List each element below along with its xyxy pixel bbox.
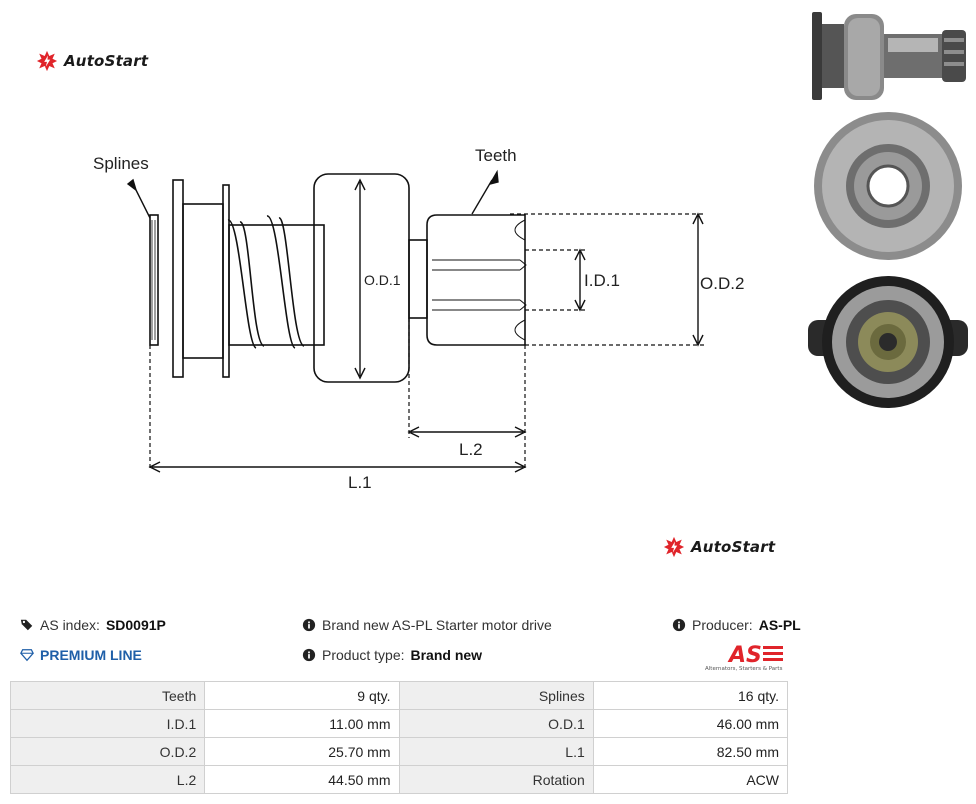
- brand-mark-icon: [36, 50, 58, 72]
- spec-key: L.2: [9, 765, 206, 794]
- product-photo-back[interactable]: [808, 270, 968, 420]
- product-photo-side[interactable]: [808, 8, 968, 104]
- spec-key: Rotation: [398, 765, 594, 794]
- spec-key: Splines: [398, 681, 594, 710]
- producer-label: Producer:: [692, 617, 753, 633]
- premium-line-badge: PREMIUM LINE: [20, 647, 142, 663]
- brand-name: AutoStart: [691, 538, 776, 556]
- diamond-icon: [20, 649, 34, 662]
- spec-value: 9 qty.: [204, 681, 400, 710]
- producer-logo-tagline: Alternators, Starters & Parts: [705, 666, 783, 672]
- producer-line: Producer: AS-PL: [672, 617, 801, 633]
- spec-value: 46.00 mm: [592, 709, 789, 738]
- as-index-label: AS index:: [40, 617, 100, 633]
- l2-label: L.2: [459, 440, 483, 459]
- tags-icon: [20, 619, 33, 631]
- as-index-line: AS index: SD0091P: [20, 617, 166, 633]
- spec-key: O.D.1: [398, 709, 594, 738]
- product-photo-front[interactable]: [808, 110, 968, 262]
- spec-key: O.D.2: [9, 737, 206, 766]
- brand-mark-icon: [663, 536, 685, 558]
- info-circle-icon: [672, 618, 686, 632]
- producer-logo-text: AS: [727, 643, 762, 668]
- teeth-label: Teeth: [475, 146, 517, 165]
- brand-logo-bottom[interactable]: AutoStart: [663, 536, 775, 558]
- description-text: Brand new AS-PL Starter motor drive: [322, 617, 552, 633]
- spec-value: 44.50 mm: [204, 765, 400, 794]
- od2-label: O.D.2: [700, 274, 745, 293]
- premium-label: PREMIUM LINE: [40, 647, 142, 663]
- brand-logo-top[interactable]: AutoStart: [36, 50, 148, 72]
- spec-value: 16 qty.: [592, 681, 789, 710]
- splines-label: Splines: [93, 154, 149, 173]
- spec-value: 82.50 mm: [592, 737, 789, 766]
- producer-logo[interactable]: AS Alternators, Starters & Parts: [705, 640, 805, 672]
- product-type-label: Product type:: [322, 647, 405, 663]
- as-index-value: SD0091P: [105, 617, 166, 633]
- description-line: Brand new AS-PL Starter motor drive: [302, 617, 552, 633]
- product-type-line: Product type: Brand new: [302, 647, 482, 663]
- info-circle-icon: [302, 648, 316, 662]
- l1-label: L.1: [348, 473, 372, 492]
- technical-drawing: Splines Teeth O.D.1 I.D.1 O.D.2 L.2 L.1: [80, 140, 780, 510]
- brand-name: AutoStart: [64, 52, 149, 70]
- id1-label: I.D.1: [584, 271, 620, 290]
- spec-value: 11.00 mm: [204, 709, 400, 738]
- producer-value: AS-PL: [758, 617, 801, 633]
- spec-key: L.1: [398, 737, 594, 766]
- od1-label: O.D.1: [364, 272, 401, 288]
- product-type-value: Brand new: [410, 647, 483, 663]
- spec-value: 25.70 mm: [204, 737, 400, 766]
- spec-key: I.D.1: [9, 709, 206, 738]
- drive-drawing: [126, 169, 705, 473]
- spec-key: Teeth: [9, 681, 206, 710]
- info-circle-icon: [302, 618, 316, 632]
- spec-value: ACW: [592, 765, 789, 794]
